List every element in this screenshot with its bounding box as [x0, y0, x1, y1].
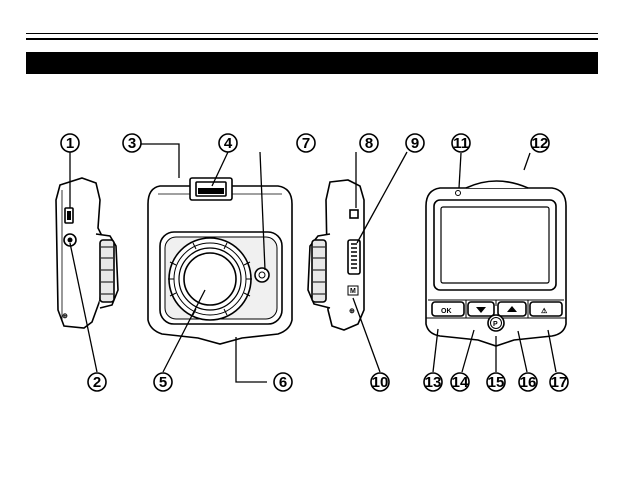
sd-card-slot: [348, 240, 360, 274]
callout-5: 5: [159, 374, 167, 391]
callout-11: 11: [453, 135, 469, 152]
callout-2: 2: [93, 374, 101, 391]
left-side-view: [56, 178, 118, 328]
callout-3: 3: [128, 135, 136, 152]
callout-13: 13: [425, 374, 442, 391]
callout-8: 8: [365, 135, 373, 152]
callout-14: 14: [452, 374, 469, 391]
callout-4: 4: [224, 135, 233, 152]
lens: [184, 253, 236, 305]
callout-7: 7: [302, 135, 310, 152]
callout-10: 10: [372, 374, 389, 391]
ok-label: OK: [441, 308, 452, 315]
callout-6: 6: [279, 374, 287, 391]
right-plus-mark: ⊕: [349, 308, 355, 315]
callout-9: 9: [411, 135, 419, 152]
callout-15: 15: [488, 374, 505, 391]
mode-mark: M: [350, 288, 356, 295]
callout-16: 16: [520, 374, 537, 391]
power-button: [350, 210, 358, 218]
power-key-label: P: [493, 321, 498, 328]
lcd-screen: [441, 207, 549, 283]
warning-icon: ⚠: [541, 307, 548, 315]
callout-1: 1: [66, 135, 74, 152]
left-plus-mark: ⊕: [62, 313, 68, 320]
callout-17: 17: [551, 374, 568, 391]
callout-12: 12: [532, 135, 549, 152]
front-view: [148, 178, 292, 344]
